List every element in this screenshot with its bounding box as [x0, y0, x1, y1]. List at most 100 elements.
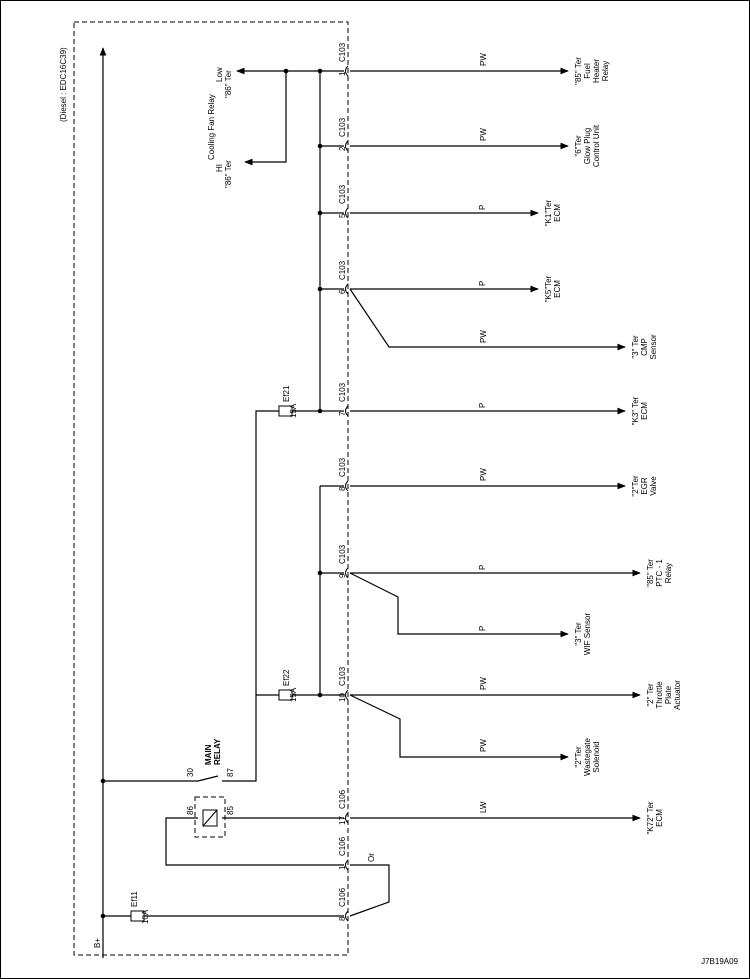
svg-text:C103: C103 [338, 184, 347, 204]
dest-ptc-relay: "85" Ter PTC - 1 Relay [646, 559, 673, 587]
svg-text:Actuator: Actuator [673, 680, 682, 710]
relay-switch-arm [197, 775, 219, 782]
cooling-fan-low-label: Low [215, 67, 224, 82]
wire-wastegate-solenoid [349, 694, 569, 761]
svg-text:C106: C106 [338, 789, 347, 809]
svg-text:1: 1 [338, 865, 347, 870]
svg-text:ECM: ECM [553, 280, 562, 298]
wire-color-label: PW [479, 468, 488, 481]
c103-pin-7: 7 C103 [338, 382, 349, 417]
svg-text:8: 8 [338, 916, 347, 921]
svg-text:5: 5 [338, 213, 347, 218]
fuse-ef11-id: Ef11 [130, 891, 139, 907]
svg-text:C103: C103 [338, 544, 347, 564]
svg-text:Valve: Valve [649, 476, 658, 496]
fuse-ef22-id: Ef22 [282, 669, 291, 686]
svg-text:ECM: ECM [655, 809, 664, 827]
wire-color-label: PW [479, 128, 488, 141]
svg-text:"K3" Ter: "K3" Ter [631, 396, 640, 425]
wire-color-label: P [478, 626, 487, 631]
ecm-module-boundary [73, 21, 349, 956]
svg-text:C103: C103 [338, 457, 347, 477]
module-label: (Diesel : EDC16C39) [59, 47, 68, 122]
svg-text:"85" Ter: "85" Ter [646, 559, 655, 587]
c106-pin-17: 17 C106 [338, 789, 349, 825]
svg-text:8: 8 [338, 486, 347, 491]
relay-86-to-c106-1 [165, 817, 344, 866]
dest-egr-valve: "2"Ter EGR Valve [631, 475, 658, 497]
svg-text:Throttle: Throttle [655, 681, 664, 709]
svg-text:C103: C103 [338, 117, 347, 137]
cooling-fan-relay-label: Cooling Fan Relay [207, 94, 216, 160]
wire-color-label: LW [479, 801, 488, 813]
wire-color-label: P [478, 205, 487, 210]
svg-text:C103: C103 [338, 42, 347, 62]
svg-text:"K72" Ter: "K72" Ter [646, 801, 655, 834]
dest-ecm-k5: "K5"Ter ECM [544, 275, 562, 302]
or-jumper-label: Or [367, 853, 376, 862]
main-relay-pin-30: 30 [186, 768, 195, 777]
c106-pin-8: 8 C106 [338, 887, 349, 922]
svg-text:Solenoid: Solenoid [592, 741, 601, 772]
svg-text:"3" Ter: "3" Ter [574, 622, 583, 646]
svg-text:"K5"Ter: "K5"Ter [544, 275, 553, 302]
c103-pin-6: 6 C103 [338, 260, 349, 295]
svg-text:Glow Plug: Glow Plug [583, 128, 592, 164]
svg-text:Wastegate: Wastegate [583, 737, 592, 775]
c103-pin-10: 10 C103 [338, 666, 349, 702]
svg-text:C103: C103 [338, 666, 347, 686]
svg-text:Fuel: Fuel [583, 63, 592, 79]
main-relay-title-2: RELAY [213, 738, 222, 765]
b-plus-label: B+ [93, 938, 102, 948]
main-relay-box [194, 796, 226, 838]
dest-wastegate-solenoid: "2"Ter Wastegate Solenoid [574, 737, 601, 775]
dest-glow-plug-control-unit: "6"Ter Glow Plug Control Unit [574, 124, 601, 167]
svg-text:2: 2 [338, 146, 347, 151]
wire-color-label: PW [479, 330, 488, 343]
c103-pin-8: 8 C103 [338, 457, 349, 492]
cooling-fan-hi-ter: "86" Ter [224, 160, 233, 188]
svg-text:Sensor: Sensor [649, 334, 658, 360]
figure-code: J7B19A09 [701, 957, 738, 966]
svg-text:Relay: Relay [664, 563, 673, 583]
wire-color-label: PW [479, 53, 488, 66]
coil-diagonal [202, 809, 218, 827]
svg-text:Heater: Heater [592, 59, 601, 83]
wire-color-label: P [478, 281, 487, 286]
svg-text:"2"Ter: "2"Ter [574, 746, 583, 768]
main-relay-pin-85: 85 [226, 806, 235, 815]
main-relay-pin-87: 87 [226, 768, 235, 777]
svg-text:C103: C103 [338, 382, 347, 402]
svg-text:Control Unit: Control Unit [592, 124, 601, 167]
c103-pin-9: 9 C103 [338, 544, 349, 579]
main-relay-pin-86: 86 [186, 806, 195, 815]
svg-text:17: 17 [338, 816, 347, 825]
svg-text:10: 10 [338, 693, 347, 702]
wire-cmp-sensor [349, 288, 626, 351]
svg-text:CMP: CMP [640, 338, 649, 356]
svg-text:ECM: ECM [640, 402, 649, 420]
c106-pin-1: 1 C106 [338, 836, 349, 871]
svg-text:"6"Ter: "6"Ter [574, 135, 583, 157]
c103-pin-1: 1 C103 [338, 42, 349, 77]
relay-87-output-wire [222, 410, 279, 782]
svg-text:7: 7 [338, 411, 347, 416]
svg-text:"2" Ter: "2" Ter [646, 683, 655, 707]
svg-text:6: 6 [338, 289, 347, 294]
dest-ecm-k1: "K1"Ter ECM [544, 199, 562, 226]
wire-wif-sensor [349, 572, 569, 638]
or-jumper-wire [349, 864, 390, 917]
dest-throttle-plate-actuator: "2" Ter Throttle Plate Actuator [646, 680, 682, 710]
wire-color-label: P [478, 403, 487, 408]
wire-color-label: PW [479, 739, 488, 752]
svg-text:"K1"Ter: "K1"Ter [544, 199, 553, 226]
svg-text:"85" Ter: "85" Ter [574, 57, 583, 85]
svg-text:ECM: ECM [553, 204, 562, 222]
cooling-fan-hi-wire [244, 71, 287, 166]
dest-fuel-heater-relay: "85" Ter Fuel Heater Relay [574, 57, 610, 85]
dest-cmp-sensor: "3" Ter CMP Sensor [631, 334, 658, 360]
svg-text:C103: C103 [338, 260, 347, 280]
fuse-ef21-id: Ef21 [282, 385, 291, 402]
